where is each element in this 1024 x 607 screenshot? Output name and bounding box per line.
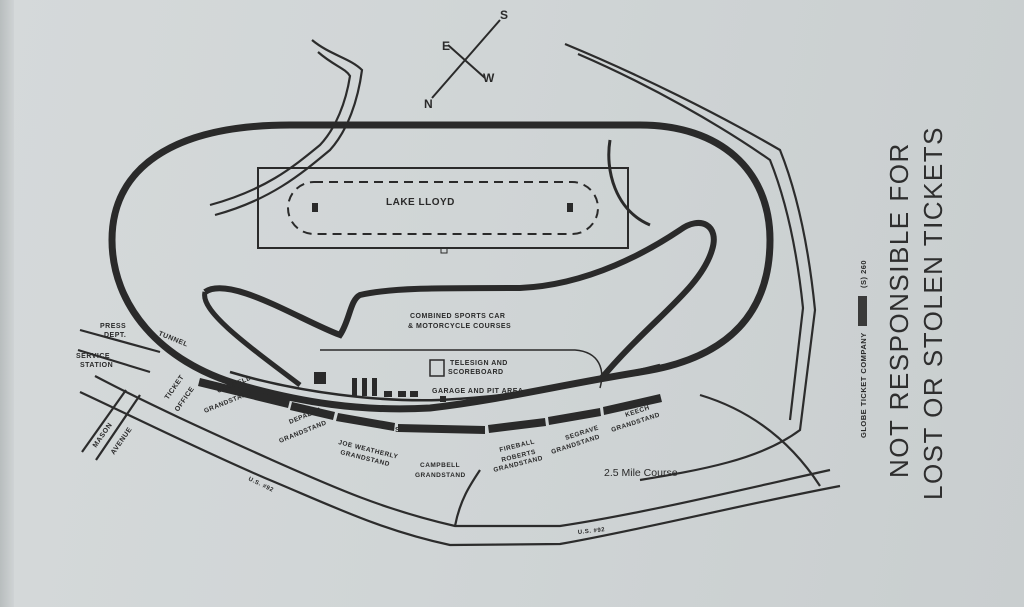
east-road-outer bbox=[564, 42, 817, 482]
building bbox=[384, 391, 392, 397]
start-finish-label: START & FINISH LINE bbox=[395, 425, 482, 434]
mason-avenue-a bbox=[79, 328, 161, 354]
mason-avenue-d bbox=[81, 389, 127, 453]
grandstands bbox=[198, 378, 662, 434]
lake-marker-east bbox=[567, 203, 573, 212]
compass-n: N bbox=[424, 97, 433, 111]
lake-gate bbox=[440, 247, 448, 254]
printer-name: GLOBE TICKET COMPANY bbox=[859, 332, 868, 438]
main-track bbox=[108, 121, 774, 413]
north-road-a bbox=[214, 39, 364, 217]
garage-label: GARAGE AND PIT AREA bbox=[432, 388, 523, 395]
segrave-stand bbox=[548, 408, 601, 425]
oldfield-stand bbox=[198, 378, 290, 408]
service-label-2: STATION bbox=[80, 362, 113, 369]
notice-block: NOT RESPONSIBLE FOR LOST OR STOLEN TICKE… bbox=[884, 126, 948, 500]
us92-label-south: U.S. #92 bbox=[578, 527, 606, 536]
service-label-1: SERVICE bbox=[76, 353, 110, 360]
building bbox=[352, 378, 357, 396]
us-92-road-inner bbox=[94, 375, 831, 528]
roberts-stand bbox=[488, 418, 546, 433]
depalma-stand bbox=[290, 402, 335, 420]
union-bug-logo bbox=[858, 296, 867, 326]
building bbox=[314, 372, 326, 384]
roads bbox=[77, 39, 841, 547]
us92-label-west: U.S. #92 bbox=[247, 476, 274, 493]
compass bbox=[431, 19, 501, 99]
compass-s: S bbox=[500, 8, 509, 22]
lake-marker-west bbox=[312, 203, 318, 212]
compass-ew-line bbox=[447, 44, 486, 79]
compass-ns-line bbox=[431, 19, 501, 99]
compass-w: W bbox=[483, 71, 495, 85]
notice-line-2: LOST OR STOLEN TICKETS bbox=[918, 126, 948, 500]
telesign-label-2: SCOREBOARD bbox=[448, 369, 504, 376]
se-connector bbox=[699, 393, 821, 487]
printer-code: (S) 260 bbox=[859, 260, 868, 288]
building bbox=[372, 378, 377, 396]
lake-lloyd-track bbox=[287, 181, 599, 235]
campbell-label-1: CAMPBELL bbox=[420, 462, 460, 469]
mason-label-2: AVENUE bbox=[110, 426, 134, 456]
building bbox=[410, 391, 418, 397]
compass-e: E bbox=[442, 39, 451, 53]
building bbox=[362, 378, 367, 396]
printer-line: GLOBE TICKET COMPANY (S) 260 bbox=[858, 260, 868, 438]
garage-buildings bbox=[314, 372, 446, 402]
north-road-b bbox=[209, 51, 352, 207]
card-edge bbox=[0, 0, 14, 607]
depalma-label-2: GRANDSTAND bbox=[278, 419, 328, 445]
courses-label-2: & MOTORCYCLE COURSES bbox=[408, 323, 511, 330]
lake-lloyd-label: LAKE LLOYD bbox=[386, 197, 455, 208]
telesign-label-1: TELESIGN AND bbox=[450, 360, 508, 367]
press-label-1: PRESS bbox=[100, 323, 126, 330]
course-length-label: 2.5 Mile Course bbox=[604, 467, 678, 479]
mason-label-1: MASON bbox=[92, 422, 114, 449]
us-92-road-outer bbox=[79, 391, 841, 547]
infield-service-road bbox=[607, 139, 651, 227]
east-road-inner bbox=[577, 52, 805, 421]
keech-stand bbox=[603, 394, 662, 415]
s-connector bbox=[453, 469, 481, 527]
road-course-west-leg bbox=[202, 291, 302, 387]
weatherly-stand bbox=[336, 413, 395, 431]
pit-area-outline bbox=[320, 349, 603, 389]
mason-avenue-b bbox=[77, 348, 151, 374]
building bbox=[398, 391, 406, 397]
campbell-label-2: GRANDSTAND bbox=[415, 472, 466, 479]
press-label-2: DEPT. bbox=[104, 332, 126, 339]
campbell-stand bbox=[398, 424, 485, 434]
scoreboard-marker bbox=[429, 359, 445, 377]
mason-avenue-c bbox=[95, 394, 141, 461]
building bbox=[440, 396, 446, 402]
road-course bbox=[203, 219, 717, 382]
courses-label-1: COMBINED SPORTS CAR bbox=[410, 313, 505, 320]
notice-line-1: NOT RESPONSIBLE FOR bbox=[884, 142, 914, 478]
